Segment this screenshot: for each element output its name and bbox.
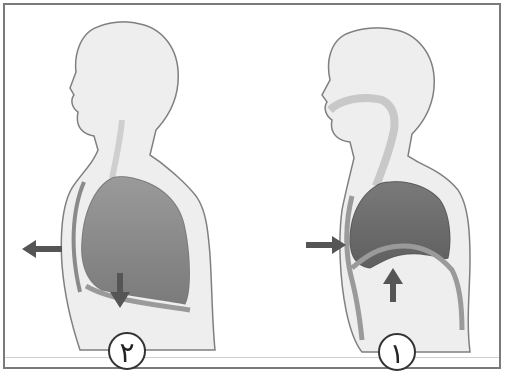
arrow-left-outward <box>22 240 62 258</box>
label-2: ٢ <box>119 336 134 369</box>
label-1: ١ <box>389 337 404 370</box>
panel-exhale: ٢ <box>22 22 215 369</box>
panel-inhale: ١ <box>306 28 470 370</box>
